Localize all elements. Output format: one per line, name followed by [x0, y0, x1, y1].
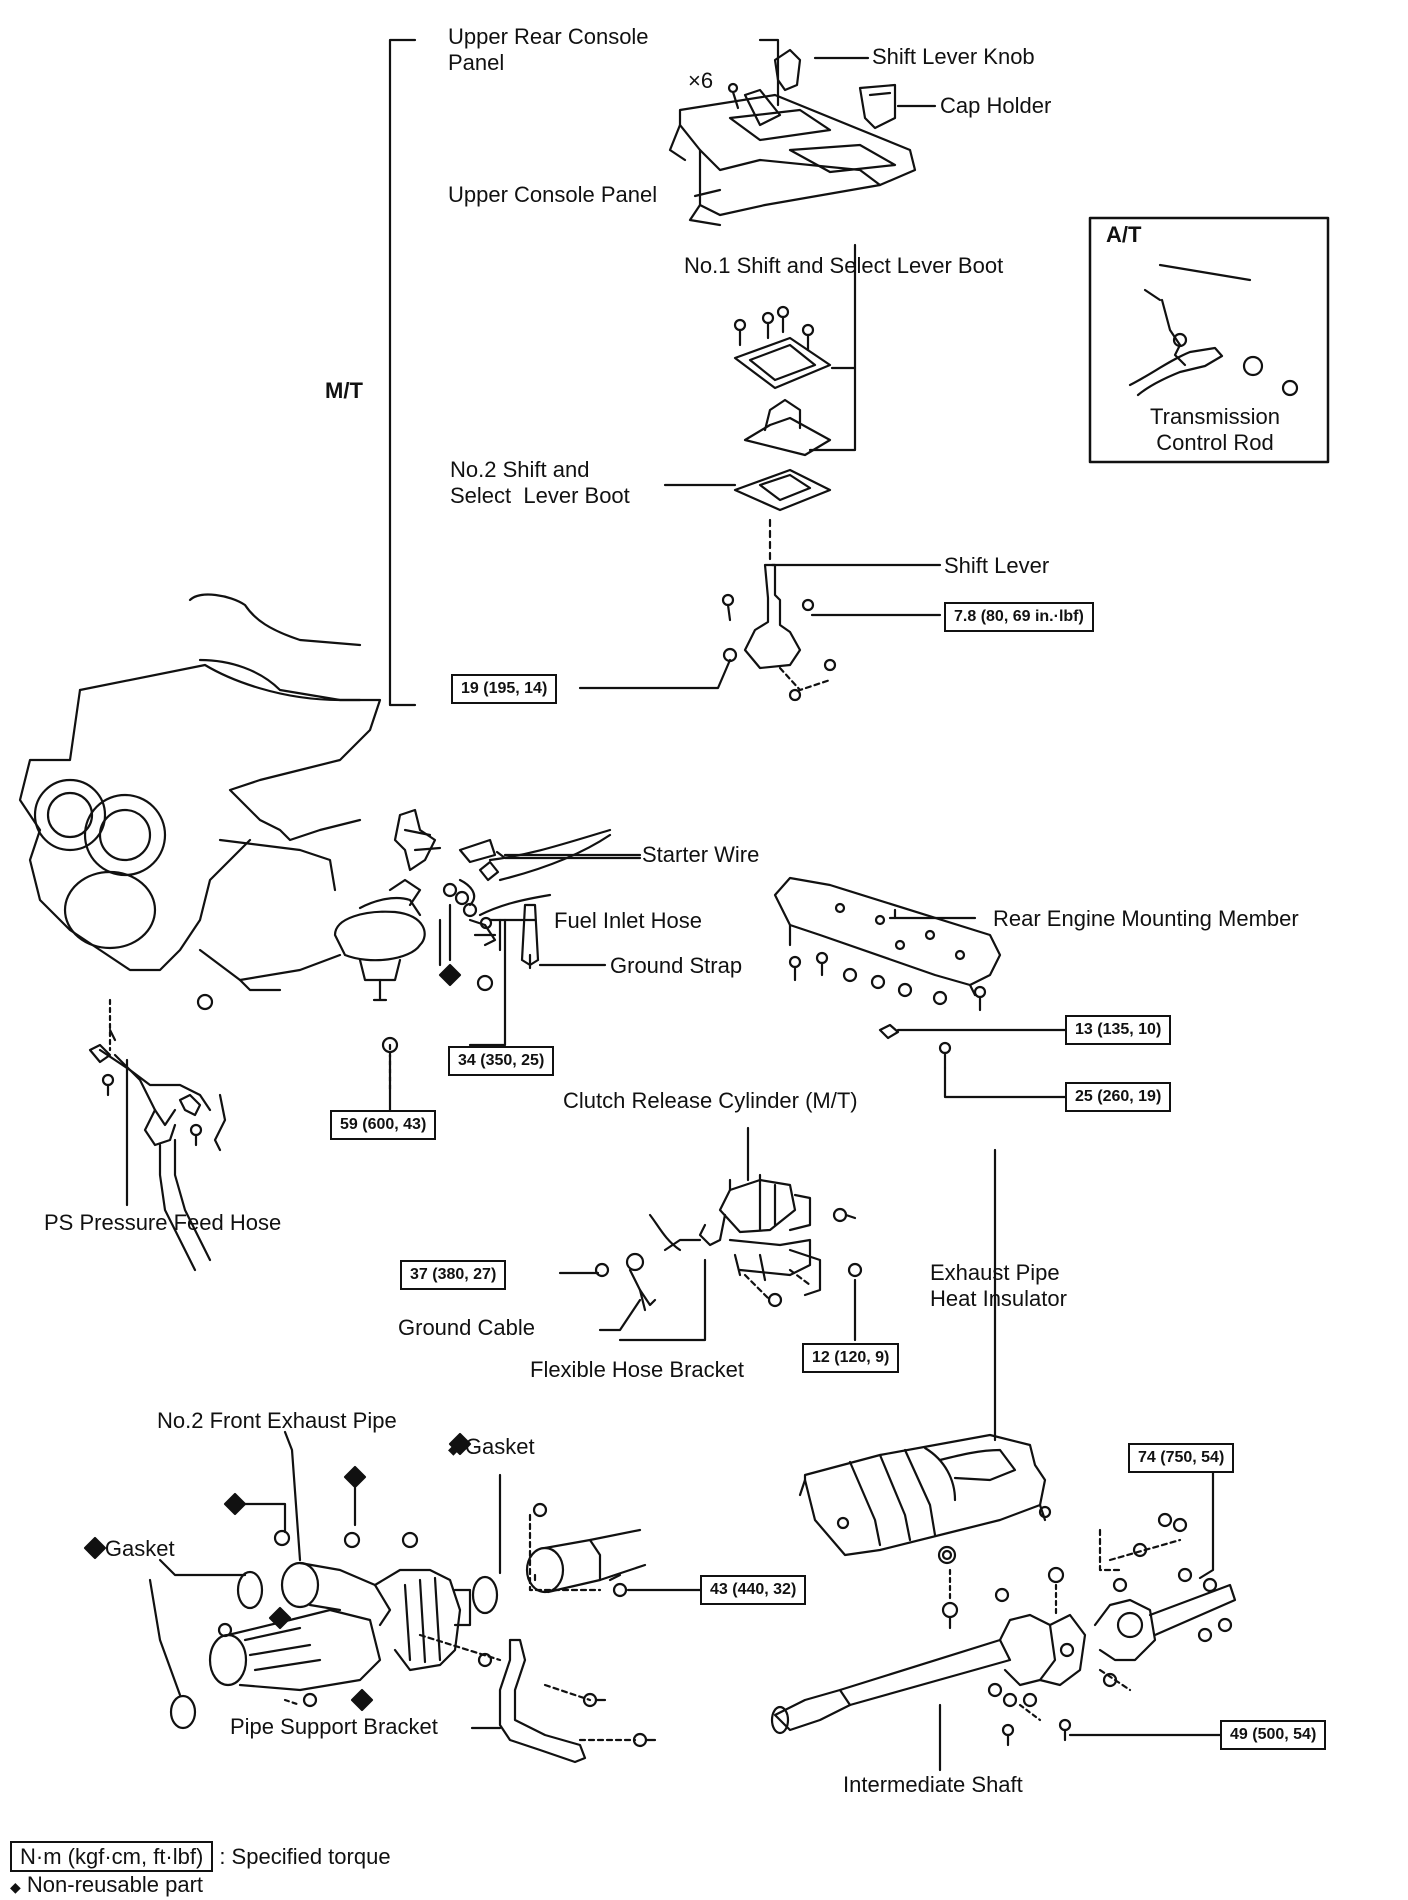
torque-legend-desc: : Specified torque: [219, 1844, 391, 1869]
torque-49: 49 (500, 54): [1220, 1720, 1327, 1750]
engine-drawing: [18, 593, 382, 992]
exhaust-heat-insulator-label: Exhaust Pipe Heat Insulator: [930, 1260, 1067, 1311]
rear-engine-mounting-member-drawing: [773, 876, 1002, 1012]
no1-boot-label: No.1 Shift and Select Lever Boot: [684, 253, 1004, 278]
gasket-top-label: ◆ Gasket: [448, 1434, 535, 1459]
fuel-inlet-hose-label: Fuel Inlet Hose: [554, 908, 702, 933]
shift-lever-label: Shift Lever: [944, 553, 1050, 578]
transmission-control-rod-drawing: [1128, 263, 1299, 397]
exhaust-heat-insulator-drawing: [798, 1433, 1065, 1584]
at-box: [1088, 216, 1330, 464]
torque-59: 59 (600, 43): [330, 1110, 437, 1140]
diamond-icon: ◆: [10, 1879, 21, 1895]
upper-console-panel-label: Upper Console Panel: [448, 182, 658, 207]
upper-console-panel-drawing: [668, 82, 917, 227]
torque-43: 43 (440, 32): [700, 1575, 807, 1605]
no2-boot-label: No.2 Shift and Select Lever Boot: [450, 457, 630, 508]
mt-label: M/T: [325, 378, 363, 403]
transmission-control-rod-label: Transmission Control Rod: [1150, 404, 1280, 455]
fuel-inlet-hose-drawing: [438, 882, 552, 967]
clutch-release-cylinder-drawing: [648, 1173, 863, 1308]
intermediate-shaft-label: Intermediate Shaft: [843, 1772, 1023, 1797]
upper-rear-console-panel-label: Upper Rear Console Panel: [448, 24, 649, 75]
torque-74: 74 (750, 54): [1128, 1443, 1235, 1473]
torque-19: 19 (195, 14): [451, 674, 558, 704]
engine-mount-drawing: [333, 878, 426, 1054]
starter-wire-label: Starter Wire: [642, 842, 760, 867]
shift-lever-drawing: [721, 563, 837, 702]
nonreusable-markers: [83, 1432, 472, 1712]
torque-13: 13 (135, 10): [1065, 1015, 1172, 1045]
torque-25: 25 (260, 19): [1065, 1082, 1172, 1112]
no2-boot-drawing: [733, 398, 832, 512]
front-exhaust-pipe-drawing: [169, 1528, 647, 1730]
pipe-support-bracket-drawing: [498, 1638, 657, 1764]
no1-boot-drawing: [733, 305, 832, 390]
cap-holder-drawing: [858, 83, 897, 130]
ps-pressure-feed-hose-label: PS Pressure Feed Hose: [44, 1210, 282, 1235]
torque-37: 37 (380, 27): [400, 1260, 507, 1290]
ground-strap-drawing: [520, 903, 540, 970]
ground-cable-drawing: [594, 1252, 657, 1312]
no2-front-exhaust-pipe-label: No.2 Front Exhaust Pipe: [157, 1408, 397, 1433]
starter-wire-drawing: [393, 808, 642, 907]
torque-34: 34 (350, 25): [448, 1046, 555, 1076]
shift-lever-knob-label: Shift Lever Knob: [872, 44, 1035, 69]
torque-legend: N·m (kgf·cm, ft·lbf): Specified torque: [10, 1841, 391, 1872]
nonreusable-legend: ◆ Non-reusable part: [10, 1872, 204, 1897]
torque-7-8: 7.8 (80, 69 in.·lbf): [944, 602, 1094, 632]
at-label: A/T: [1106, 222, 1142, 247]
pipe-support-bracket-label: Pipe Support Bracket: [230, 1714, 438, 1739]
rear-engine-mounting-member-label: Rear Engine Mounting Member: [993, 906, 1299, 931]
intermediate-shaft-drawing: [770, 1512, 1237, 1747]
flexible-hose-bracket-label: Flexible Hose Bracket: [530, 1357, 744, 1382]
torque-12: 12 (120, 9): [802, 1343, 900, 1373]
mt-bracket: [388, 38, 417, 707]
ps-pressure-feed-hose-drawing: [88, 1028, 227, 1272]
gasket-left-label: ◆ Gasket: [88, 1536, 175, 1561]
ground-strap-label: Ground Strap: [610, 953, 743, 978]
ground-cable-label: Ground Cable: [398, 1315, 535, 1340]
torque-unit-box: N·m (kgf·cm, ft·lbf): [10, 1841, 214, 1872]
clutch-release-cylinder-label: Clutch Release Cylinder (M/T): [563, 1088, 858, 1113]
x6-label: ×6: [688, 68, 714, 93]
cap-holder-label: Cap Holder: [940, 93, 1052, 118]
